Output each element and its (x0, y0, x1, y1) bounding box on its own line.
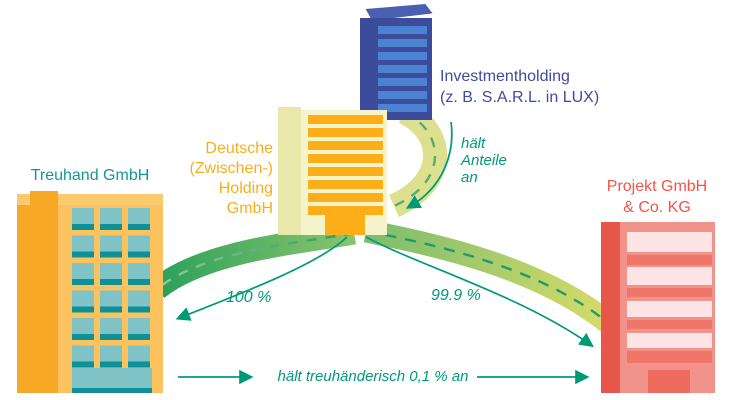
holding-label-line: Holding (218, 180, 273, 197)
share-100-label: 100 % (226, 289, 272, 306)
arrow-share-right (365, 236, 594, 348)
projekt-window (627, 301, 712, 317)
band-holding-to-treuhand-dashes (156, 231, 355, 290)
treuhand-building (17, 191, 163, 393)
holding-side-panel (278, 107, 301, 235)
projekt-window-bar (627, 351, 712, 363)
projekt-window-bar (627, 288, 712, 297)
investmentholding-windows (378, 26, 427, 112)
trustee-annotation: hält treuhänderisch 0,1 % an (277, 368, 469, 385)
holding-door (325, 215, 365, 235)
holding-windows (308, 115, 383, 219)
treuhand-roof (17, 194, 163, 205)
holding-label-line: Deutsche (205, 140, 273, 157)
haelt-anteile-line: hält (461, 135, 486, 152)
holding-label-line: (Zwischen-) (189, 160, 273, 177)
projekt-window (627, 232, 712, 252)
haelt-anteile-annotation: hält Anteile an (461, 135, 507, 186)
treuhand-entrance (72, 368, 152, 388)
treuhand-rooftop-block (30, 191, 58, 205)
treuhand-entrance-base (72, 388, 152, 393)
projekt-label: Projekt GmbH & Co. KG (597, 176, 717, 218)
projekt-building (601, 222, 715, 393)
investmentholding-building (360, 4, 436, 120)
projekt-side-strip (601, 222, 620, 393)
holding-building (278, 107, 387, 235)
investmentholding-label-line: (z. B. S.A.R.L. in LUX) (440, 89, 600, 106)
projekt-window (627, 333, 712, 348)
projekt-label-line: Projekt GmbH (606, 178, 708, 195)
projekt-window-bar (627, 255, 712, 265)
treuhand-window-column (100, 208, 122, 368)
projekt-window (627, 267, 712, 285)
treuhand-label: Treuhand GmbH (30, 167, 150, 184)
projekt-window-bar (627, 320, 712, 329)
haelt-anteile-line: Anteile (461, 152, 507, 169)
treuhand-side-panel (17, 205, 58, 393)
holding-label: Deutsche (Zwischen-) Holding GmbH (151, 139, 273, 219)
band-holding-to-projekt (363, 219, 620, 335)
projekt-label-line: & Co. KG (623, 199, 691, 216)
band-holding-to-treuhand (149, 221, 357, 299)
arrow-haelt-anteile (405, 121, 453, 209)
band-holding-to-projekt-dashes (365, 229, 613, 327)
holding-label-line: GmbH (226, 200, 273, 217)
projekt-door (648, 370, 690, 393)
arrow-share-left (175, 236, 348, 321)
investmentholding-label: Investmentholding (z. B. S.A.R.L. in LUX… (440, 66, 599, 108)
treuhand-window-column (128, 208, 150, 368)
band-invest-to-holding-dashes (393, 110, 437, 208)
treuhand-window-column (72, 208, 94, 368)
haelt-anteile-line: an (461, 169, 478, 186)
investmentholding-label-line: Investmentholding (440, 68, 570, 85)
share-999-label: 99.9 % (431, 287, 481, 304)
